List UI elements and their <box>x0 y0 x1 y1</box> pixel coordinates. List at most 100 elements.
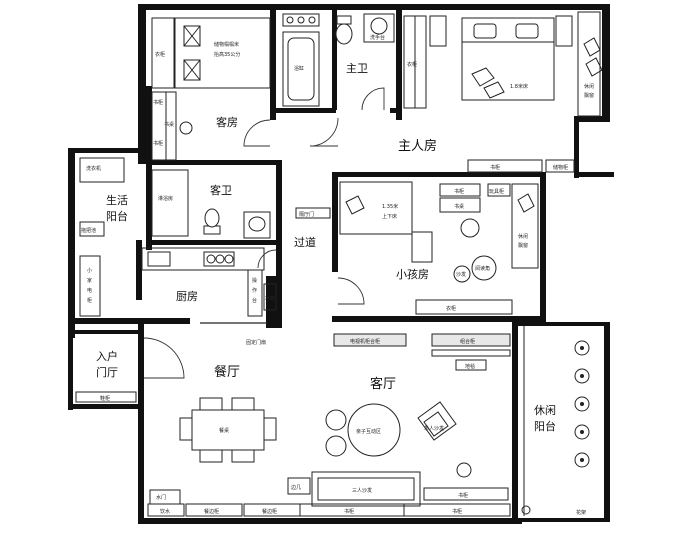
washer-label: 洗衣机 <box>86 165 101 172</box>
shelf1-label: 书柜 <box>153 99 163 106</box>
entrance-door-icon <box>143 337 185 379</box>
shelf2-label: 书柜 <box>153 140 163 147</box>
leisure-window-master-line2: 飘窗 <box>584 92 594 99</box>
plant-icon <box>574 340 590 468</box>
master-bath-name: 主卫 <box>346 62 368 75</box>
desk1-label: 书桌 <box>164 121 174 128</box>
kids-room-door-icon <box>337 277 365 305</box>
combo-cabinet <box>431 333 511 347</box>
water-heater-cabinet <box>79 255 101 317</box>
flower-rack-label: 花架 <box>576 509 586 516</box>
guest-room-door-icon <box>243 119 271 147</box>
pillow-icon <box>471 67 495 87</box>
master-bath-door-icon <box>361 87 385 111</box>
guest-chair-icon <box>179 121 193 135</box>
bathtub-icon <box>282 31 320 107</box>
guest-room: 衣柜 储物榻榻米 抬高35公分 书柜 书桌 书柜 客房 <box>151 17 271 161</box>
entrance-line2: 门厅 <box>96 365 118 379</box>
beanbag-label: 沙发 <box>456 271 466 278</box>
corridor: 过道 隔厅门 <box>294 117 339 249</box>
carpet-area <box>455 359 487 371</box>
kids-bookshelf <box>439 183 481 197</box>
leisure-balcony: 休闲 阳台 花架 <box>521 326 590 516</box>
guest-bath-door-icon <box>257 249 277 269</box>
reading-corner-label: 阅读角 <box>475 265 490 272</box>
stove-icon <box>203 251 235 267</box>
window-bench-label: 书柜 <box>452 508 462 515</box>
carpet-label: 地毯 <box>465 363 475 370</box>
water-heater-line2: 家 <box>87 277 92 284</box>
entrance-line1: 入户 <box>96 349 118 363</box>
bookcase-m-label: 书柜 <box>490 164 500 171</box>
toilet-icon <box>335 15 353 45</box>
leisure-window-kids-line1: 休闲 <box>518 233 528 240</box>
wardrobe-master-label: 衣柜 <box>407 61 417 68</box>
storage-note-line2: 抬高35公分 <box>214 51 240 58</box>
guest-bath-name: 客卫 <box>210 183 232 197</box>
kids-cushion-icon <box>517 193 535 213</box>
prep-table-line2: 作 <box>252 287 257 294</box>
side-table <box>287 477 311 495</box>
dining-room: 餐厅 餐桌 水门 饮水 餐边柜 餐边柜 <box>147 364 301 517</box>
beanbag-icon <box>453 265 471 283</box>
triple-sofa-label: 三人沙发 <box>352 487 372 494</box>
living-chair-icon <box>456 462 472 478</box>
guest-room-name: 客房 <box>216 115 238 129</box>
sink-icon <box>147 251 171 267</box>
cabinet-small-label: 水门 <box>156 494 166 501</box>
parent-child-label: 亲子互动区 <box>356 428 381 435</box>
kids-chair-icon <box>460 218 480 238</box>
dining-table-icon <box>191 409 265 451</box>
bed-master-label: 1.8米床 <box>510 83 528 90</box>
sideboard1-label: 餐边柜 <box>204 508 219 515</box>
play-area-icon <box>347 403 401 457</box>
living-room: 电视机柜合柜 组合柜 地毯 客厅 亲子互动区 单人沙发 边几 三人沙发 书柜 书… <box>287 333 511 517</box>
tv-cabinet-label: 电视机柜合柜 <box>350 338 380 345</box>
reading-corner-icon <box>471 255 497 281</box>
mop-pool-label: 拖把池 <box>81 227 96 234</box>
wash-basin-icon: 洗手台 <box>363 13 395 43</box>
bookshelf-low-label: 书柜 <box>344 508 354 515</box>
desk-kids-label: 书桌 <box>454 203 464 210</box>
bathtub-label: 浴缸 <box>294 65 304 72</box>
side-table-label: 边几 <box>291 484 301 491</box>
walls <box>68 4 614 524</box>
stool-icon <box>325 409 347 431</box>
leisure-window-kids-line2: 飘窗 <box>518 242 528 249</box>
combo-cabinet-label: 组合柜 <box>460 338 475 345</box>
kids-wardrobe <box>415 299 513 315</box>
tv-cabinet <box>333 333 407 347</box>
prep-table <box>247 269 263 317</box>
storage-note-line1: 储物榻榻米 <box>214 41 239 48</box>
bay-window-kids <box>511 183 539 269</box>
master-bedroom-name: 主人房 <box>398 138 437 154</box>
dining-table-label: 餐桌 <box>219 427 229 434</box>
bed-kids-line1: 1.35米 <box>382 203 398 210</box>
corridor-door-icon <box>309 117 339 147</box>
fridge-icon <box>263 283 277 311</box>
guest-basin-icon <box>243 211 271 239</box>
bookcase-living-label: 书柜 <box>458 492 468 499</box>
leisure-balcony-line2: 阳台 <box>534 419 556 433</box>
guest-toilet-icon <box>203 208 221 235</box>
fridge-label: 冰箱 <box>265 295 275 302</box>
storage-cabinet-icon <box>183 25 201 81</box>
wash-basin-label: 洗手台 <box>370 34 385 41</box>
shelf-kids-label: 书柜 <box>454 188 464 195</box>
leisure-window-master-line1: 休闲 <box>584 83 594 90</box>
utility-balcony: 洗衣机 拖把池 生活 阳台 小 家 电 柜 <box>79 157 128 317</box>
bay-window-master <box>577 11 601 117</box>
fixed-door-label: 固定门扇 <box>246 339 266 346</box>
wardrobe-guest-label: 衣柜 <box>155 51 165 58</box>
water-heater-line1: 小 <box>87 267 92 274</box>
sideboard2-label: 餐边柜 <box>262 508 277 515</box>
master-bed-icon <box>461 17 555 101</box>
water-heater-line4: 柜 <box>87 297 92 304</box>
single-sofa-label: 单人沙发 <box>424 425 444 432</box>
tatami-storage <box>151 17 271 89</box>
wardrobe-kids-label: 衣柜 <box>446 305 456 312</box>
bed-kids-line2: 上下床 <box>382 213 397 220</box>
master-bedroom: 衣柜 1.8米床 主人房 休闲 飘窗 书柜 储物柜 <box>398 11 603 173</box>
wash-area-label: 淋浴房 <box>158 195 173 202</box>
